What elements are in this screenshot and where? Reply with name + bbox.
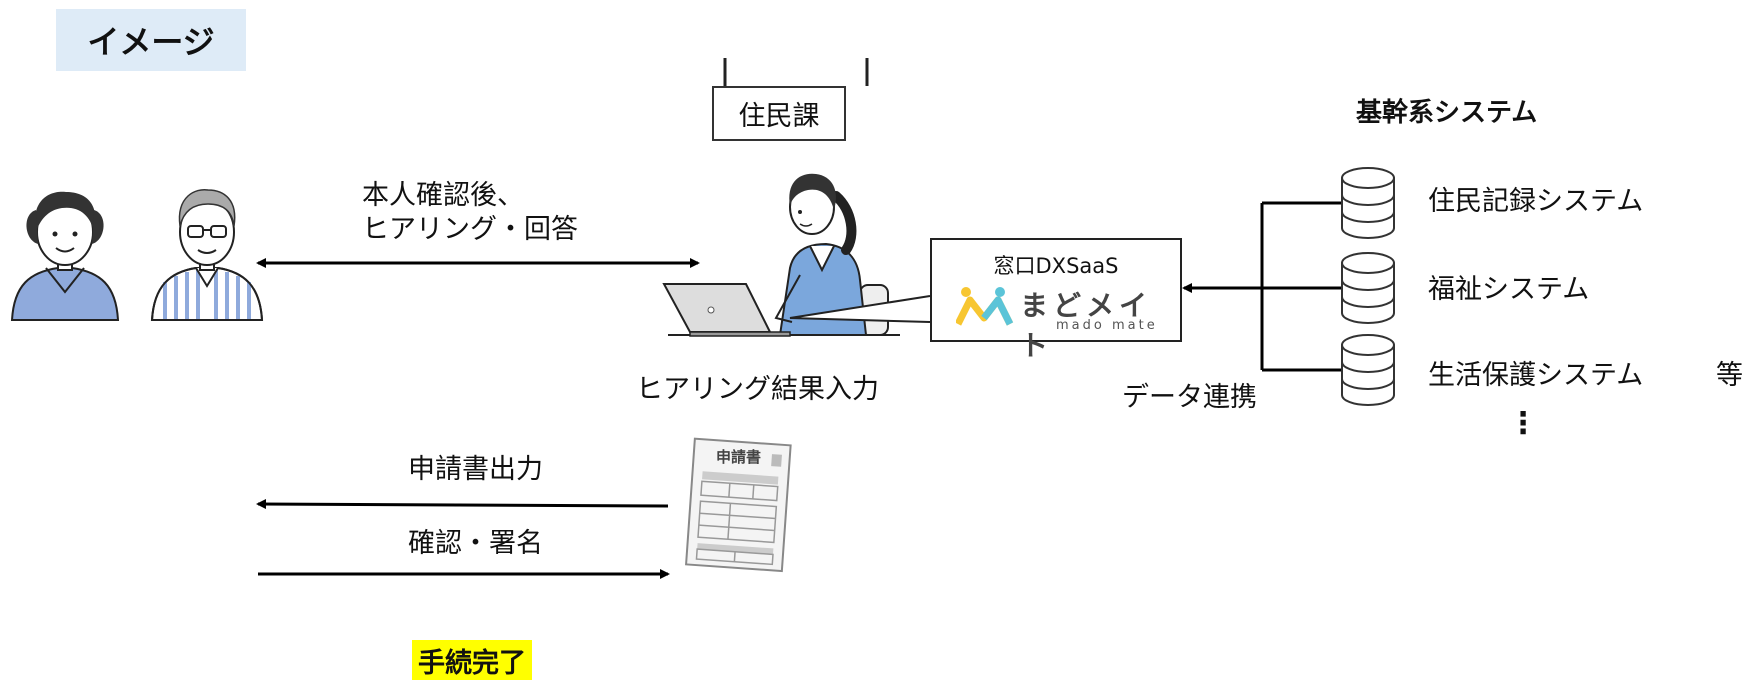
mado-mate-logo: まどメイト mado mate (956, 284, 1166, 362)
brand-mark-icon (956, 287, 1014, 326)
resident-elderly-man-figure (150, 188, 264, 321)
system-item-resident-records: 住民記録システム (1428, 186, 1644, 217)
database-icon (1341, 334, 1395, 406)
office-sign: 住民課 (712, 86, 846, 141)
core-systems-title: 基幹系システム (1356, 98, 1538, 128)
database-icon (1341, 167, 1395, 239)
database-icon (1341, 252, 1395, 324)
page-tag: イメージ (56, 9, 246, 71)
procedure-complete-label: 手続完了 (412, 640, 532, 680)
brand-subtitle: mado mate (1056, 318, 1158, 333)
system-item-welfare: 福祉システム (1428, 274, 1590, 305)
confirm-sign-label: 確認・署名 (408, 528, 543, 559)
more-systems-ellipsis: ⋮ (1508, 406, 1538, 441)
application-form-document (685, 437, 792, 573)
integration-connector (1182, 201, 1342, 372)
form-output-arrow (256, 499, 669, 510)
saas-callout: 窓口DXSaaS まどメイト mado mate (930, 238, 1182, 362)
brand-name: まどメイト (1020, 289, 1153, 362)
staff-caption: ヒアリング結果入力 (636, 374, 879, 405)
integration-label: データ連携 (1122, 382, 1257, 413)
staff-figure (662, 173, 900, 337)
callout-pointer (789, 295, 931, 323)
system-item-public-assistance: 生活保護システム (1428, 360, 1644, 391)
form-output-label: 申請書出力 (408, 454, 543, 485)
hearing-label-line1: 本人確認後、 (362, 180, 524, 211)
sign-hangers (723, 58, 869, 86)
system-etc-label: 等 (1716, 360, 1743, 391)
resident-woman-figure (10, 191, 120, 321)
saas-title: 窓口DXSaaS (993, 254, 1119, 278)
hearing-label-line2: ヒアリング・回答 (362, 214, 578, 245)
form-doc-title: 申請書 (716, 448, 762, 466)
